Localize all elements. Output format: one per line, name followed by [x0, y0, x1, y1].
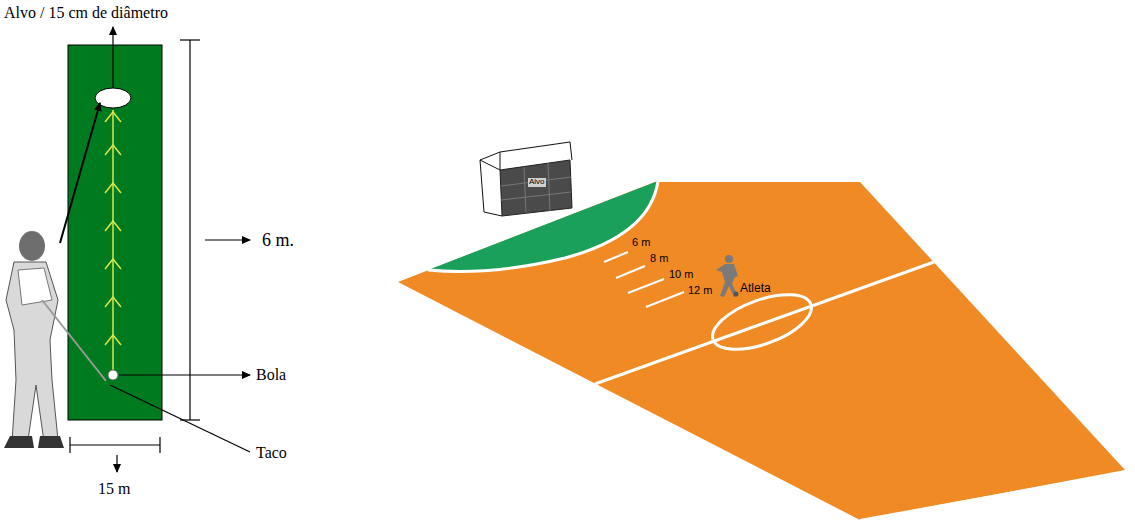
distance-label: 12 m: [688, 284, 712, 296]
goal-label: Alvo: [528, 178, 546, 187]
athlete-label: Atleta: [740, 282, 771, 295]
distance-label: 10 m: [669, 268, 693, 280]
distance-label: 8 m: [650, 252, 668, 264]
distance-label: 6 m: [632, 236, 650, 248]
part-label: Bola: [256, 366, 286, 384]
dimension-label: 15 m: [98, 480, 130, 498]
target-caption: Alvo / 15 cm de diâmetro: [4, 4, 168, 22]
part-label: Taco: [256, 444, 287, 462]
dimension-label: 6 m.: [262, 231, 294, 251]
